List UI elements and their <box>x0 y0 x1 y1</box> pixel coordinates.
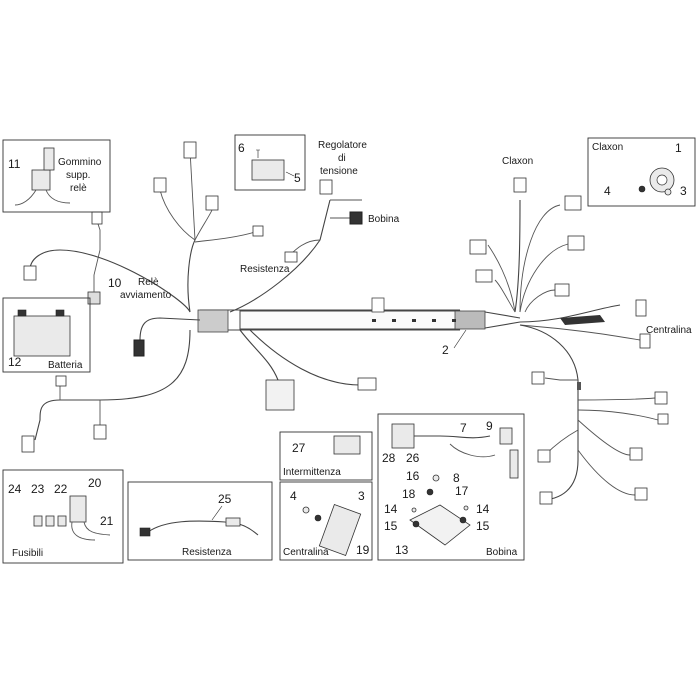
label-claxon-top: Claxon <box>502 156 533 167</box>
callout-20: 20 <box>88 476 102 490</box>
label-resistenza-wire: Resistenza <box>240 264 290 275</box>
callout-23: 23 <box>31 482 45 496</box>
coil-box: 28 26 7 9 8 16 17 18 14 14 15 15 13 Bobi… <box>377 413 525 561</box>
label-bobina-box: Bobina <box>486 547 518 558</box>
callout-26: 26 <box>406 451 420 465</box>
callout-11: 11 <box>8 157 21 171</box>
fuses-box: 24 23 22 20 21 Fusibili <box>2 469 124 564</box>
label-rele-small: relè <box>70 183 87 194</box>
callout-1: 1 <box>675 141 682 155</box>
callout-15b: 15 <box>476 519 490 533</box>
callout-8: 8 <box>453 471 460 485</box>
label-fusibili: Fusibili <box>12 548 43 559</box>
callout-13: 13 <box>395 543 409 557</box>
label-rele: Relè <box>138 277 159 288</box>
callout-4a: 4 <box>604 184 611 198</box>
callout-17: 17 <box>455 484 469 498</box>
rubber-relay-holder-box: 11 Gommino supp. relè <box>2 139 111 213</box>
voltage-regulator-box: 6 5 Regolatore di tensione <box>234 134 367 191</box>
callout-25: 25 <box>218 492 232 506</box>
callout-3a: 3 <box>680 184 687 198</box>
callout-16: 16 <box>406 469 420 483</box>
label-resistenza-box: Resistenza <box>182 547 232 558</box>
callout-7: 7 <box>460 421 467 435</box>
callout-21: 21 <box>100 514 114 528</box>
callout-27: 27 <box>292 441 306 455</box>
callout-4b: 4 <box>290 489 297 503</box>
callout-10: 10 <box>108 276 122 290</box>
callout-18: 18 <box>402 487 416 501</box>
label-di: di <box>338 153 346 164</box>
callout-2: 2 <box>442 343 449 357</box>
main-harness <box>21 141 669 505</box>
label-batteria: Batteria <box>48 360 83 371</box>
callout-14a: 14 <box>384 502 398 516</box>
label-regolatore: Regolatore <box>318 140 367 151</box>
callout-19: 19 <box>356 543 370 557</box>
label-centralina-wire: Centralina <box>646 325 692 336</box>
label-claxon-box: Claxon <box>592 142 623 153</box>
callout-14b: 14 <box>476 502 490 516</box>
callout-22: 22 <box>54 482 68 496</box>
callout-12: 12 <box>8 355 22 369</box>
label-intermittenza: Intermittenza <box>283 467 341 478</box>
resistor-box: 25 Resistenza <box>127 481 273 561</box>
label-avviamento: avviamento <box>120 290 172 301</box>
flasher-box: 27 Intermittenza <box>279 431 373 481</box>
battery-box: 12 Batteria <box>2 297 91 373</box>
callout-9: 9 <box>486 419 493 433</box>
label-supp: supp. <box>66 170 90 181</box>
horn-box: Claxon 1 4 3 <box>587 137 696 207</box>
callout-15a: 15 <box>384 519 398 533</box>
ecu-box: 4 3 19 Centralina <box>279 481 373 561</box>
callout-24: 24 <box>8 482 22 496</box>
label-bobina-wire: Bobina <box>368 214 400 225</box>
label-gommino: Gommino <box>58 157 102 168</box>
label-centralina-box: Centralina <box>283 547 329 558</box>
label-tensione: tensione <box>320 166 358 177</box>
callout-6: 6 <box>238 141 245 155</box>
callout-3b: 3 <box>358 489 365 503</box>
callout-5: 5 <box>294 171 301 185</box>
callout-28: 28 <box>382 451 396 465</box>
